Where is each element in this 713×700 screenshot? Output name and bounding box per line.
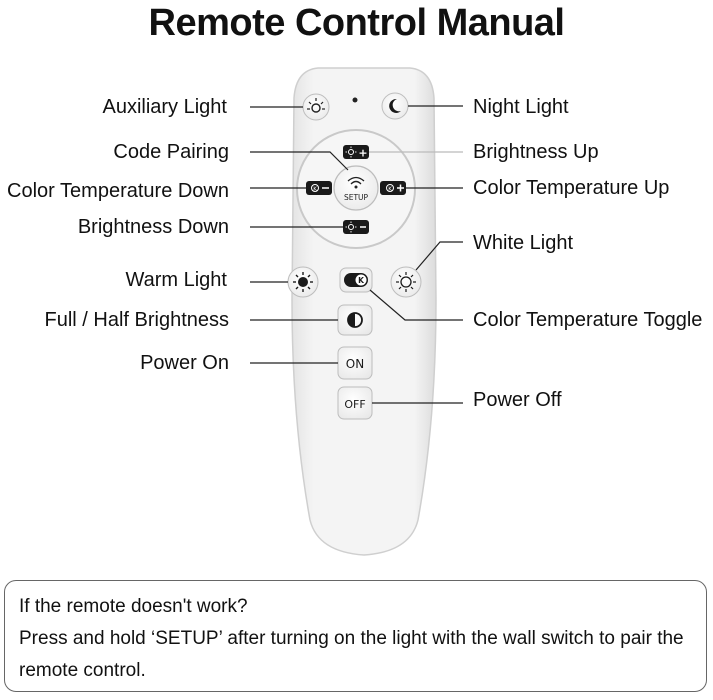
color-temperature-down-button[interactable]: K (306, 181, 332, 195)
brightness-down-button[interactable] (343, 220, 369, 234)
note-line-3: remote control. (19, 660, 146, 681)
auxiliary-light-button[interactable] (302, 93, 330, 121)
brightness-up-button[interactable]: + (343, 145, 369, 160)
label-color-temperature-down: Color Temperature Down (7, 180, 229, 202)
color-temperature-up-button[interactable]: K (380, 181, 406, 195)
leader-color-temperature-toggle (369, 289, 463, 321)
setup-label: SETUP (344, 193, 369, 202)
full-half-brightness-button[interactable] (337, 304, 373, 336)
label-night-light: Night Light (473, 96, 569, 118)
label-white-light: White Light (473, 232, 574, 254)
on-label: ON (346, 357, 364, 371)
note-line-1: If the remote doesn't work? (19, 596, 248, 617)
night-light-button[interactable] (381, 92, 409, 120)
svg-text:K: K (313, 187, 317, 193)
color-temperature-toggle-button[interactable]: K (339, 267, 373, 293)
label-code-pairing: Code Pairing (113, 141, 229, 163)
label-brightness-up: Brightness Up (473, 141, 599, 163)
troubleshooting-note: If the remote doesn't work? Press and ho… (4, 580, 707, 692)
power-on-button[interactable]: ON (337, 346, 373, 380)
setup-button[interactable]: SETUP (333, 165, 379, 211)
label-power-on: Power On (140, 352, 229, 374)
leader-white-light (415, 241, 463, 271)
warm-light-button[interactable] (287, 266, 319, 298)
white-light-button[interactable] (390, 266, 422, 298)
note-line-2: Press and hold ‘SETUP’ after turning on … (19, 628, 684, 649)
label-brightness-down: Brightness Down (77, 216, 229, 238)
label-full-half-brightness: Full / Half Brightness (44, 309, 229, 331)
leader-code-pairing (250, 151, 349, 171)
label-auxiliary-light: Auxiliary Light (102, 96, 227, 118)
indicator-dot (352, 97, 358, 103)
label-color-temperature-up: Color Temperature Up (473, 177, 670, 199)
off-label: OFF (344, 398, 365, 411)
leader-lines (250, 105, 463, 404)
svg-text:K: K (388, 187, 392, 193)
toggle-letter: K (358, 276, 365, 285)
label-power-off: Power Off (473, 389, 562, 411)
page-title: Remote Control Manual (148, 2, 565, 44)
label-color-temperature-toggle: Color Temperature Toggle (473, 309, 703, 331)
label-warm-light: Warm Light (125, 269, 227, 291)
power-off-button[interactable]: OFF (337, 386, 373, 420)
svg-text:+: + (358, 147, 367, 160)
